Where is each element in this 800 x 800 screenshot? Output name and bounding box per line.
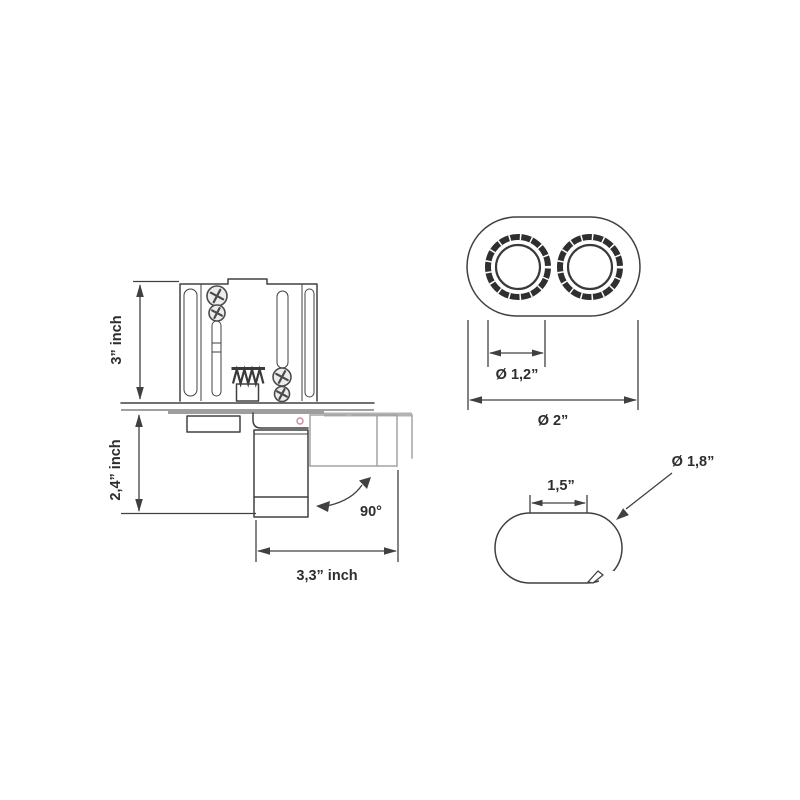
cutout-diameter-label: Ø 1,8” [672, 454, 715, 470]
arrowhead [624, 396, 637, 404]
trim-ring-left [485, 234, 551, 300]
dimension-aperture-diameter: Ø 1,2” [487, 320, 546, 383]
lamp-head [252, 412, 309, 518]
rotation-indicator: 90° [316, 477, 382, 520]
screw-icon [272, 367, 292, 387]
screw-icon [206, 285, 228, 307]
mounting-box [179, 278, 318, 403]
overall-width-label: Ø 2” [538, 413, 569, 429]
screw-icon [208, 304, 226, 322]
arrowhead [135, 499, 143, 512]
lamp-cylinder [253, 429, 309, 518]
arrowhead [359, 477, 371, 489]
dimension-recess-depth: 2,4” inch [108, 414, 256, 515]
top-view: Ø 1,2” Ø 2” [466, 216, 641, 429]
total-width-label: 3,3” inch [296, 568, 357, 584]
cutout-notch [587, 570, 604, 584]
slot-right [276, 290, 289, 369]
dimension-total-width: 3,3” inch [255, 470, 399, 584]
spring-clip-icon [231, 365, 265, 402]
rotated-lamp-outline [309, 414, 398, 467]
mounting-box-outline [179, 278, 318, 402]
slot-left [183, 288, 198, 397]
arrowhead [135, 414, 143, 427]
arrowhead [616, 508, 629, 520]
pivot-screw-icon [296, 417, 304, 425]
lamp-bracket [252, 412, 309, 429]
dimension-flat-width: 1,5” [529, 478, 588, 513]
dimension-overall-width: Ø 2” [467, 320, 639, 429]
cutout-view: 1,5” Ø 1,8” [494, 454, 714, 584]
recess-depth-label: 2,4” inch [108, 439, 124, 500]
slot-far-right [304, 288, 315, 398]
screw-icon [273, 385, 291, 403]
side-view: 90° 3” inch 2,4” inch 3,3” inch [108, 278, 413, 584]
junction-box [186, 415, 241, 433]
trim-ring-right [557, 234, 623, 300]
fixture-face-outline [466, 216, 641, 317]
housing-height-label: 3” inch [109, 315, 125, 364]
arrowhead [469, 396, 482, 404]
arrowhead [531, 499, 543, 507]
arrowhead [136, 387, 144, 400]
arrowhead [532, 349, 544, 357]
leader-line [625, 472, 673, 510]
flat-width-label: 1,5” [547, 478, 574, 494]
arrowhead [316, 501, 330, 512]
arrowhead [384, 547, 397, 555]
tilt-angle-label: 90° [360, 504, 382, 520]
arrowhead [136, 284, 144, 297]
dimension-housing-height: 3” inch [109, 280, 179, 400]
arrowhead [489, 349, 501, 357]
adjust-rod [211, 320, 222, 397]
rotation-arc [328, 484, 363, 507]
arrowhead [257, 547, 270, 555]
arrowhead [574, 499, 586, 507]
cutout-outline [494, 512, 623, 584]
aperture-diameter-label: Ø 1,2” [496, 367, 539, 383]
leader-cutout-diameter: Ø 1,8” [616, 454, 714, 520]
